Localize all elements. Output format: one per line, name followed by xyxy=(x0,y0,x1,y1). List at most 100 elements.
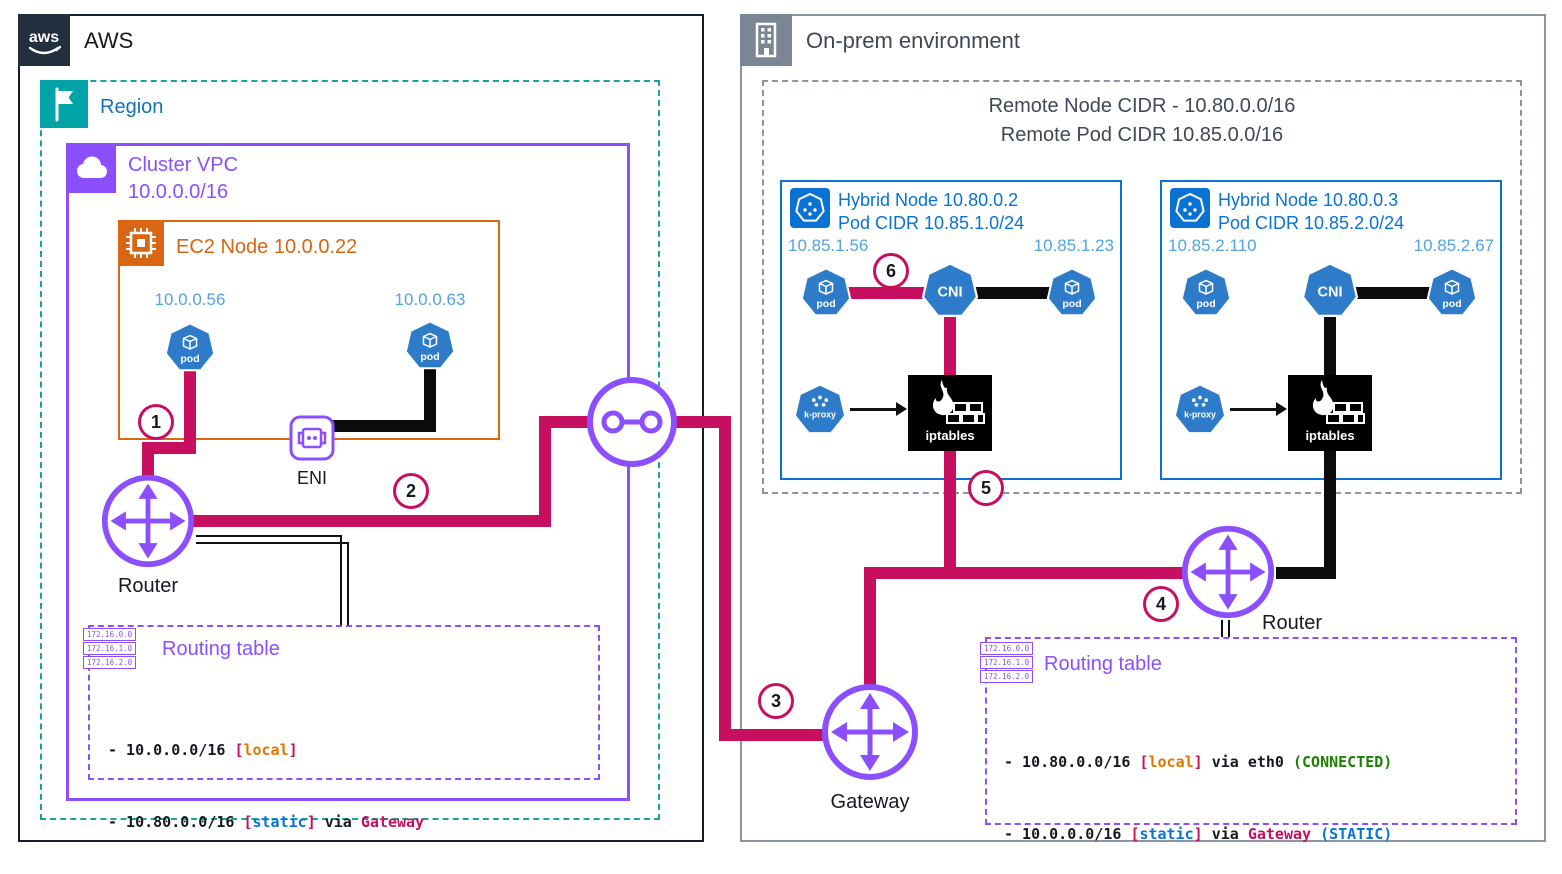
svg-text:aws: aws xyxy=(29,29,59,46)
hybrid-node-icon xyxy=(790,188,830,228)
vpc-title: Cluster VPC xyxy=(128,154,239,176)
step-badge-2: 2 xyxy=(393,473,429,509)
svg-text:k-proxy: k-proxy xyxy=(1184,409,1216,419)
pod-icon: pod xyxy=(404,320,456,372)
route-entry: - 10.0.0.0/16 [local] xyxy=(108,741,298,759)
routing-table-icon-row: 172.16.0.0 xyxy=(980,642,1034,655)
onprem-boundary-box xyxy=(740,14,1546,842)
svg-text:k-proxy: k-proxy xyxy=(804,409,836,419)
svg-text:pod: pod xyxy=(1062,298,1081,310)
flow-magenta-router-east xyxy=(190,515,551,527)
k-proxy-icon: k-proxy xyxy=(1173,383,1227,437)
routing-table-icon-row: 172.16.1.0 xyxy=(83,642,137,655)
routing-table-title: Routing table xyxy=(1044,653,1162,675)
svg-text:pod: pod xyxy=(1442,298,1461,310)
router-table-link-h1 xyxy=(196,535,342,537)
router2-table-link-v1 xyxy=(1221,620,1223,637)
vpc-cloud-icon xyxy=(66,143,116,193)
kproxy-iptables-arrow xyxy=(1230,408,1278,411)
flow-black-cni2-podright xyxy=(1346,287,1446,299)
eni-label: ENI xyxy=(296,468,327,488)
routing-table-icon-row: 172.16.1.0 xyxy=(980,656,1034,669)
pod-ip-label: 10.0.0.63 xyxy=(394,290,466,309)
iptables-icon: iptables xyxy=(1288,375,1372,451)
eni-icon xyxy=(289,415,335,461)
hybrid-node-subtitle: Pod CIDR 10.85.2.0/24 xyxy=(1218,213,1405,233)
router-icon xyxy=(1180,524,1276,620)
remote-cidr-box xyxy=(762,80,1522,494)
onprem-routing-entries: - 10.80.0.0/16 [local] via eth0 (CONNECT… xyxy=(1004,702,1392,874)
svg-text:CNI: CNI xyxy=(1318,285,1343,301)
flow-magenta-to-gateway xyxy=(719,729,831,741)
remote-pod-cidr-text: Remote Pod CIDR 10.85.0.0/16 xyxy=(1000,124,1284,146)
router-label: Router xyxy=(1262,612,1323,634)
pod-ip-label: 10.85.1.56 xyxy=(788,236,869,255)
aws-logo-icon: aws xyxy=(18,14,70,66)
routing-table-icon-row: 172.16.2.0 xyxy=(980,670,1034,683)
hybrid-node-icon xyxy=(1170,188,1210,228)
routing-table-title: Routing table xyxy=(162,638,280,660)
iptables-label: iptables xyxy=(925,428,975,443)
svg-text:pod: pod xyxy=(180,353,199,365)
router-table-link-h2 xyxy=(196,542,349,544)
k-proxy-icon: k-proxy xyxy=(793,383,847,437)
flow-magenta-jog xyxy=(142,442,196,454)
routing-table-icon: 172.16.0.0 172.16.1.0 172.16.2.0 xyxy=(980,642,1034,683)
aws-section-title: AWS xyxy=(84,28,134,53)
pod-ip-label: 10.85.2.67 xyxy=(1413,236,1494,255)
arrowhead-icon xyxy=(1276,402,1287,416)
gateway-label: Gateway xyxy=(830,791,910,813)
route-entry: - 10.80.0.0/16 [static] via Gateway xyxy=(108,813,425,831)
cni-icon: CNI xyxy=(1301,262,1359,320)
vpc-boundary-box xyxy=(66,143,630,801)
routing-table-icon-row: 172.16.2.0 xyxy=(83,656,137,669)
router-label: Router xyxy=(117,575,179,597)
router-icon xyxy=(100,473,196,569)
ec2-title: EC2 Node 10.0.0.22 xyxy=(176,236,358,258)
pod-icon: pod xyxy=(164,322,216,374)
arrowhead-icon xyxy=(896,402,907,416)
pod-ip-label: 10.85.1.23 xyxy=(1033,236,1114,255)
route-entry: - 10.0.0.0/16 [static] via Gateway (STAT… xyxy=(1004,825,1393,843)
peering-connection-icon xyxy=(585,375,679,469)
cni-icon: CNI xyxy=(921,262,979,320)
step-badge-6: 6 xyxy=(873,253,909,289)
flow-magenta-up xyxy=(539,416,551,527)
flow-black-to-eni xyxy=(320,420,436,432)
aws-routing-table-box xyxy=(88,625,600,780)
aws-boundary-box xyxy=(18,14,704,842)
svg-text:pod: pod xyxy=(420,351,439,363)
svg-text:pod: pod xyxy=(816,298,835,310)
hybrid-node-subtitle: Pod CIDR 10.85.1.0/24 xyxy=(838,213,1025,233)
region-title: Region xyxy=(100,96,164,118)
onprem-section-title: On-prem environment xyxy=(806,28,1020,53)
gateway-icon xyxy=(820,682,920,782)
flow-black-to-router2 xyxy=(1276,567,1336,579)
flow-magenta-to-peering xyxy=(539,416,601,428)
flow-magenta-to-router2 xyxy=(864,567,1186,579)
flow-black-pod2-down xyxy=(424,360,436,432)
kproxy-iptables-arrow xyxy=(850,408,898,411)
step-badge-1: 1 xyxy=(138,404,174,440)
iptables-label: iptables xyxy=(1305,428,1355,443)
hybrid-node-title: Hybrid Node 10.80.0.2 xyxy=(838,190,1019,210)
flow-magenta-pod1-down xyxy=(184,358,196,448)
pod-ip-label: 10.85.2.110 xyxy=(1168,236,1257,255)
remote-node-cidr-text: Remote Node CIDR - 10.80.0.0/16 xyxy=(988,95,1296,117)
pod-icon: pod xyxy=(1180,267,1232,319)
onprem-routing-table-box xyxy=(985,637,1517,825)
step-badge-3: 3 xyxy=(758,683,794,719)
router-table-link-v1 xyxy=(340,535,342,625)
flow-black-cni1-podright xyxy=(966,287,1066,299)
building-icon xyxy=(740,14,792,66)
step-badge-5: 5 xyxy=(968,470,1004,506)
route-entry: - 10.80.0.0/16 [local] via eth0 (CONNECT… xyxy=(1004,753,1393,771)
region-flag-icon xyxy=(40,80,88,128)
aws-routing-entries: - 10.0.0.0/16 [local] - 10.80.0.0/16 [st… xyxy=(108,690,424,874)
flow-magenta-into-router xyxy=(142,442,154,486)
router2-table-link-v2 xyxy=(1228,620,1230,637)
routing-table-icon: 172.16.0.0 172.16.1.0 172.16.2.0 xyxy=(83,628,137,669)
iptables-icon: iptables xyxy=(908,375,992,451)
pod-ip-label: 10.0.0.56 xyxy=(154,290,226,309)
